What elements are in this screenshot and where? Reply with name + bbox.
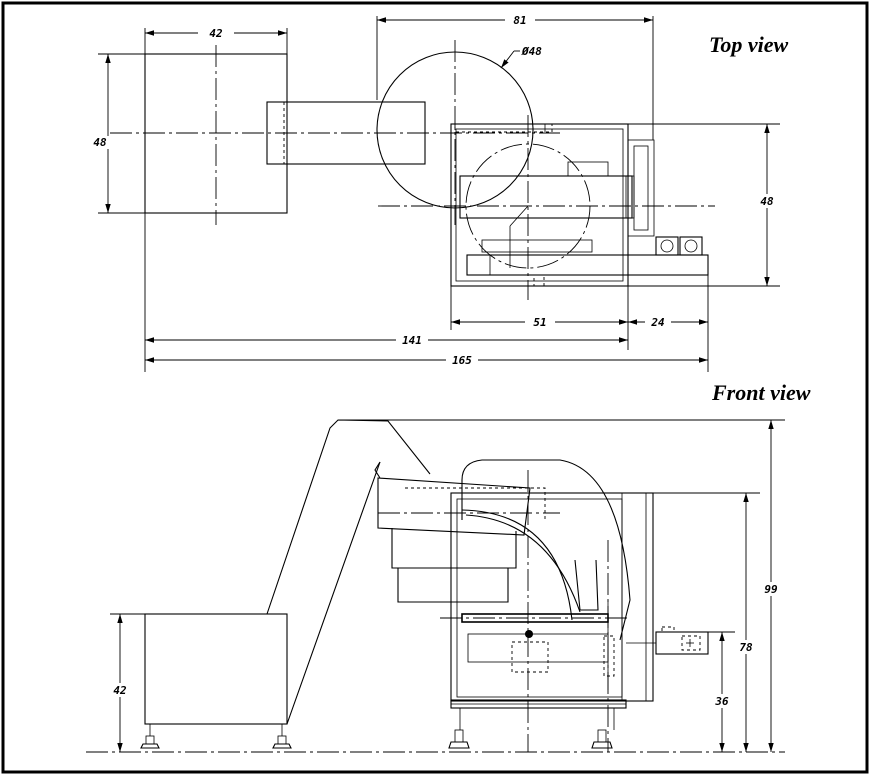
hopper-width-label: 42 — [209, 27, 223, 40]
motor-front — [626, 626, 709, 655]
cabinet-height-label: 78 — [739, 641, 753, 654]
cabinet-front-outline — [450, 492, 654, 702]
bowl-diameter-label: Ø48 — [521, 45, 542, 58]
machine-depth-label: 48 — [760, 195, 774, 208]
cabinet-feet — [448, 729, 613, 749]
hopper-feet — [140, 735, 292, 749]
outlet-height-label: 36 — [714, 695, 729, 708]
incline-conveyor — [266, 419, 431, 725]
top-view-title: Top view — [709, 32, 789, 57]
bowl-dome — [461, 459, 631, 641]
base-plate-top — [466, 254, 709, 276]
hopper-front-outline — [144, 613, 288, 725]
length-to-cabinet-label: 141 — [402, 334, 422, 347]
rail-top-outline — [459, 175, 633, 219]
motor-extension-label: 24 — [650, 316, 665, 329]
turntable — [440, 600, 630, 690]
bowl-span-label: 81 — [513, 14, 526, 27]
overall-length-label: 165 — [452, 354, 472, 367]
front-view: Front view — [86, 380, 811, 753]
hopper-depth-label: 48 — [93, 136, 107, 149]
cabinet-width-label: 51 — [533, 316, 546, 329]
hopper-height-label: 42 — [113, 684, 127, 697]
motor-top — [655, 236, 703, 256]
front-view-title: Front view — [711, 380, 811, 405]
top-view: Top view — [88, 13, 789, 372]
overall-height-label: 99 — [764, 583, 778, 596]
